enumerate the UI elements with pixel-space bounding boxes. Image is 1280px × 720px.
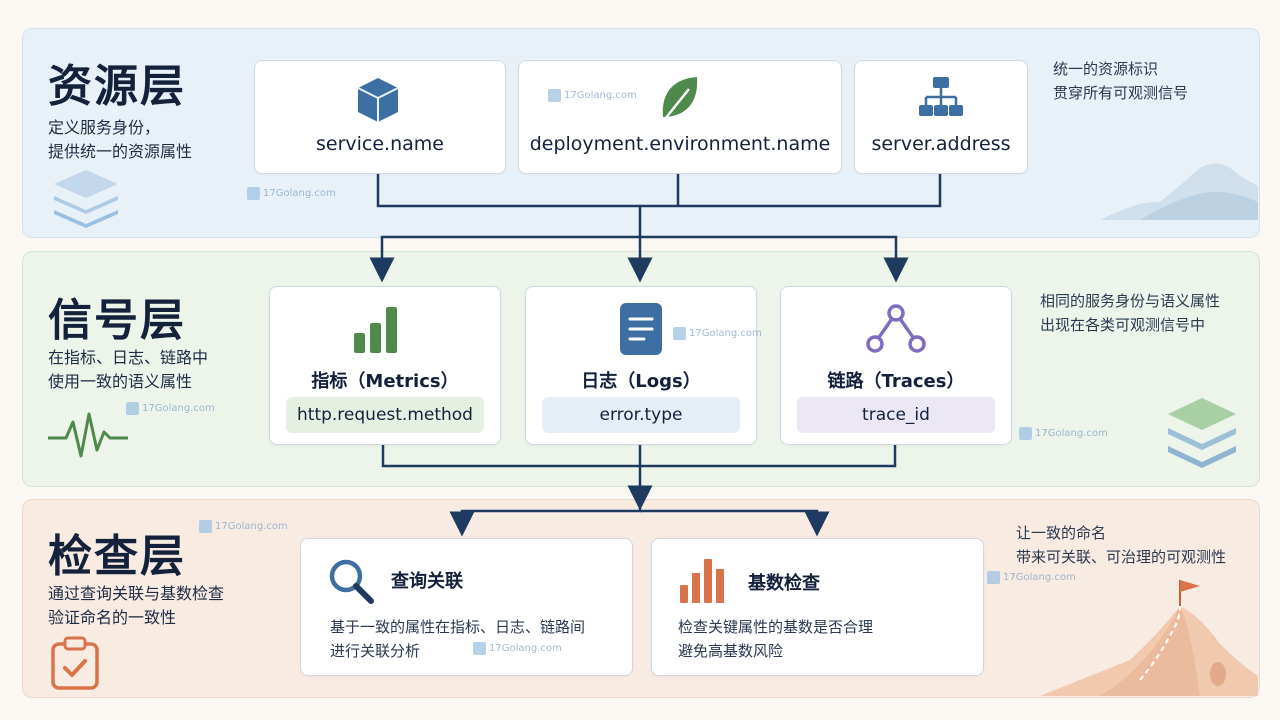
watermark: 17Golang.com — [548, 89, 637, 102]
mountain-flag-illustration — [1040, 580, 1258, 696]
watermark: 17Golang.com — [199, 520, 288, 533]
check-note: 让一致的命名 带来可关联、可治理的可观测性 — [1016, 521, 1226, 569]
query-correlation-body: 基于一致的属性在指标、日志、链路间 进行关联分析 — [330, 615, 585, 663]
query-correlation-card: 查询关联 基于一致的属性在指标、日志、链路间 进行关联分析 — [300, 538, 633, 676]
metrics-title: 指标（Metrics） — [311, 371, 459, 392]
cardinality-check-body: 检查关键属性的基数是否合理 避免高基数风险 — [678, 615, 873, 663]
signal-note: 相同的服务身份与语义属性 出现在各类可观测信号中 — [1040, 289, 1220, 337]
magnifier-icon — [329, 559, 374, 604]
watermark-logo-icon — [247, 187, 260, 200]
check-note-line1: 让一致的命名 — [1016, 524, 1107, 542]
mountains-illustration — [1100, 163, 1258, 220]
logs-attr-pill: error.type — [542, 397, 740, 433]
watermark-logo-icon — [987, 571, 1000, 584]
resource-note-line1: 统一的资源标识 — [1053, 60, 1159, 78]
watermark-text: 17Golang.com — [215, 521, 288, 532]
clipboard-check-icon — [51, 636, 99, 690]
resource-layer-title: 资源层 — [48, 61, 186, 112]
heartbeat-icon — [48, 412, 128, 458]
traces-title: 链路（Traces） — [827, 371, 965, 392]
service-name-label: service.name — [316, 133, 444, 155]
document-icon — [620, 303, 662, 355]
leaf-icon — [662, 77, 698, 120]
query-body-line2: 进行关联分析 — [330, 642, 421, 660]
logs-title: 日志（Logs） — [581, 371, 701, 392]
resource-note: 统一的资源标识 贯穿所有可观测信号 — [1053, 57, 1188, 105]
watermark-text: 17Golang.com — [564, 90, 637, 101]
traces-attr-pill: trace_id — [797, 397, 995, 433]
cardinality-check-title: 基数检查 — [748, 573, 820, 594]
check-layer-desc: 通过查询关联与基数检查 验证命名的一致性 — [48, 582, 248, 630]
cardinality-body-line1: 检查关键属性的基数是否合理 — [678, 618, 874, 636]
watermark: 17Golang.com — [987, 571, 1076, 584]
arrow-to-cardinality — [640, 509, 830, 537]
watermark-logo-icon — [673, 327, 686, 340]
watermark-logo-icon — [548, 89, 561, 102]
resource-desc-line2: 提供统一的资源属性 — [48, 142, 193, 161]
signal-note-line1: 相同的服务身份与语义属性 — [1040, 292, 1221, 310]
server-address-label: server.address — [871, 133, 1011, 155]
cardinality-bars-icon — [680, 559, 724, 603]
signal-layer-title: 信号层 — [48, 295, 186, 346]
signal-desc-line1: 在指标、日志、链路中 — [48, 348, 209, 367]
watermark-text: 17Golang.com — [263, 188, 336, 199]
service-name-card: service.name — [254, 60, 506, 174]
logs-card: 日志（Logs） error.type — [525, 286, 757, 445]
watermark: 17Golang.com — [1019, 427, 1108, 440]
deployment-environment-label: deployment.environment.name — [529, 133, 831, 155]
signal-layer-desc: 在指标、日志、链路中 使用一致的语义属性 — [48, 346, 248, 394]
watermark: 17Golang.com — [126, 402, 215, 415]
watermark-logo-icon — [473, 642, 486, 655]
watermark-text: 17Golang.com — [689, 328, 762, 339]
cardinality-body-line2: 避免高基数风险 — [678, 642, 784, 660]
cardinality-check-card: 基数检查 检查关键属性的基数是否合理 避免高基数风险 — [651, 538, 984, 676]
trace-graph-icon — [866, 304, 926, 353]
layers-stack-icon — [54, 170, 118, 228]
arrow-to-query — [449, 498, 642, 537]
network-icon — [919, 77, 963, 116]
watermark-text: 17Golang.com — [1035, 428, 1108, 439]
resource-layer-desc: 定义服务身份， 提供统一的资源属性 — [48, 116, 248, 164]
cube-icon — [357, 78, 399, 122]
watermark-logo-icon — [1019, 427, 1032, 440]
deployment-environment-card: deployment.environment.name — [518, 60, 842, 174]
query-correlation-title: 查询关联 — [391, 571, 463, 592]
signal-note-line2: 出现在各类可观测信号中 — [1040, 316, 1206, 334]
traces-card: 链路（Traces） trace_id — [780, 286, 1012, 445]
check-layer-band — [22, 499, 1260, 698]
layers-stack-green-icon — [1168, 398, 1236, 468]
signal-desc-line2: 使用一致的语义属性 — [48, 372, 193, 391]
resource-note-line2: 贯穿所有可观测信号 — [1053, 84, 1189, 102]
watermark-text: 17Golang.com — [489, 643, 562, 654]
metrics-card: 指标（Metrics） http.request.method — [269, 286, 501, 445]
watermark: 17Golang.com — [247, 187, 336, 200]
check-desc-line2: 验证命名的一致性 — [48, 608, 177, 627]
watermark-logo-icon — [199, 520, 212, 533]
server-address-card: server.address — [854, 60, 1028, 174]
watermark-logo-icon — [126, 402, 139, 415]
watermark-text: 17Golang.com — [142, 403, 215, 414]
resource-merge-line — [376, 173, 942, 208]
watermark: 17Golang.com — [473, 642, 562, 655]
check-desc-line1: 通过查询关联与基数检查 — [48, 584, 225, 603]
watermark-text: 17Golang.com — [1003, 572, 1076, 583]
arrow-to-traces — [640, 235, 909, 283]
arrow-to-metrics — [369, 206, 642, 283]
metrics-attr-pill: http.request.method — [286, 397, 484, 433]
watermark: 17Golang.com — [673, 327, 762, 340]
check-note-line2: 带来可关联、可治理的可观测性 — [1016, 548, 1227, 566]
resource-desc-line1: 定义服务身份， — [48, 118, 161, 137]
check-layer-title: 检查层 — [48, 531, 186, 582]
bar-chart-icon — [354, 307, 397, 353]
query-body-line1: 基于一致的属性在指标、日志、链路间 — [330, 618, 586, 636]
